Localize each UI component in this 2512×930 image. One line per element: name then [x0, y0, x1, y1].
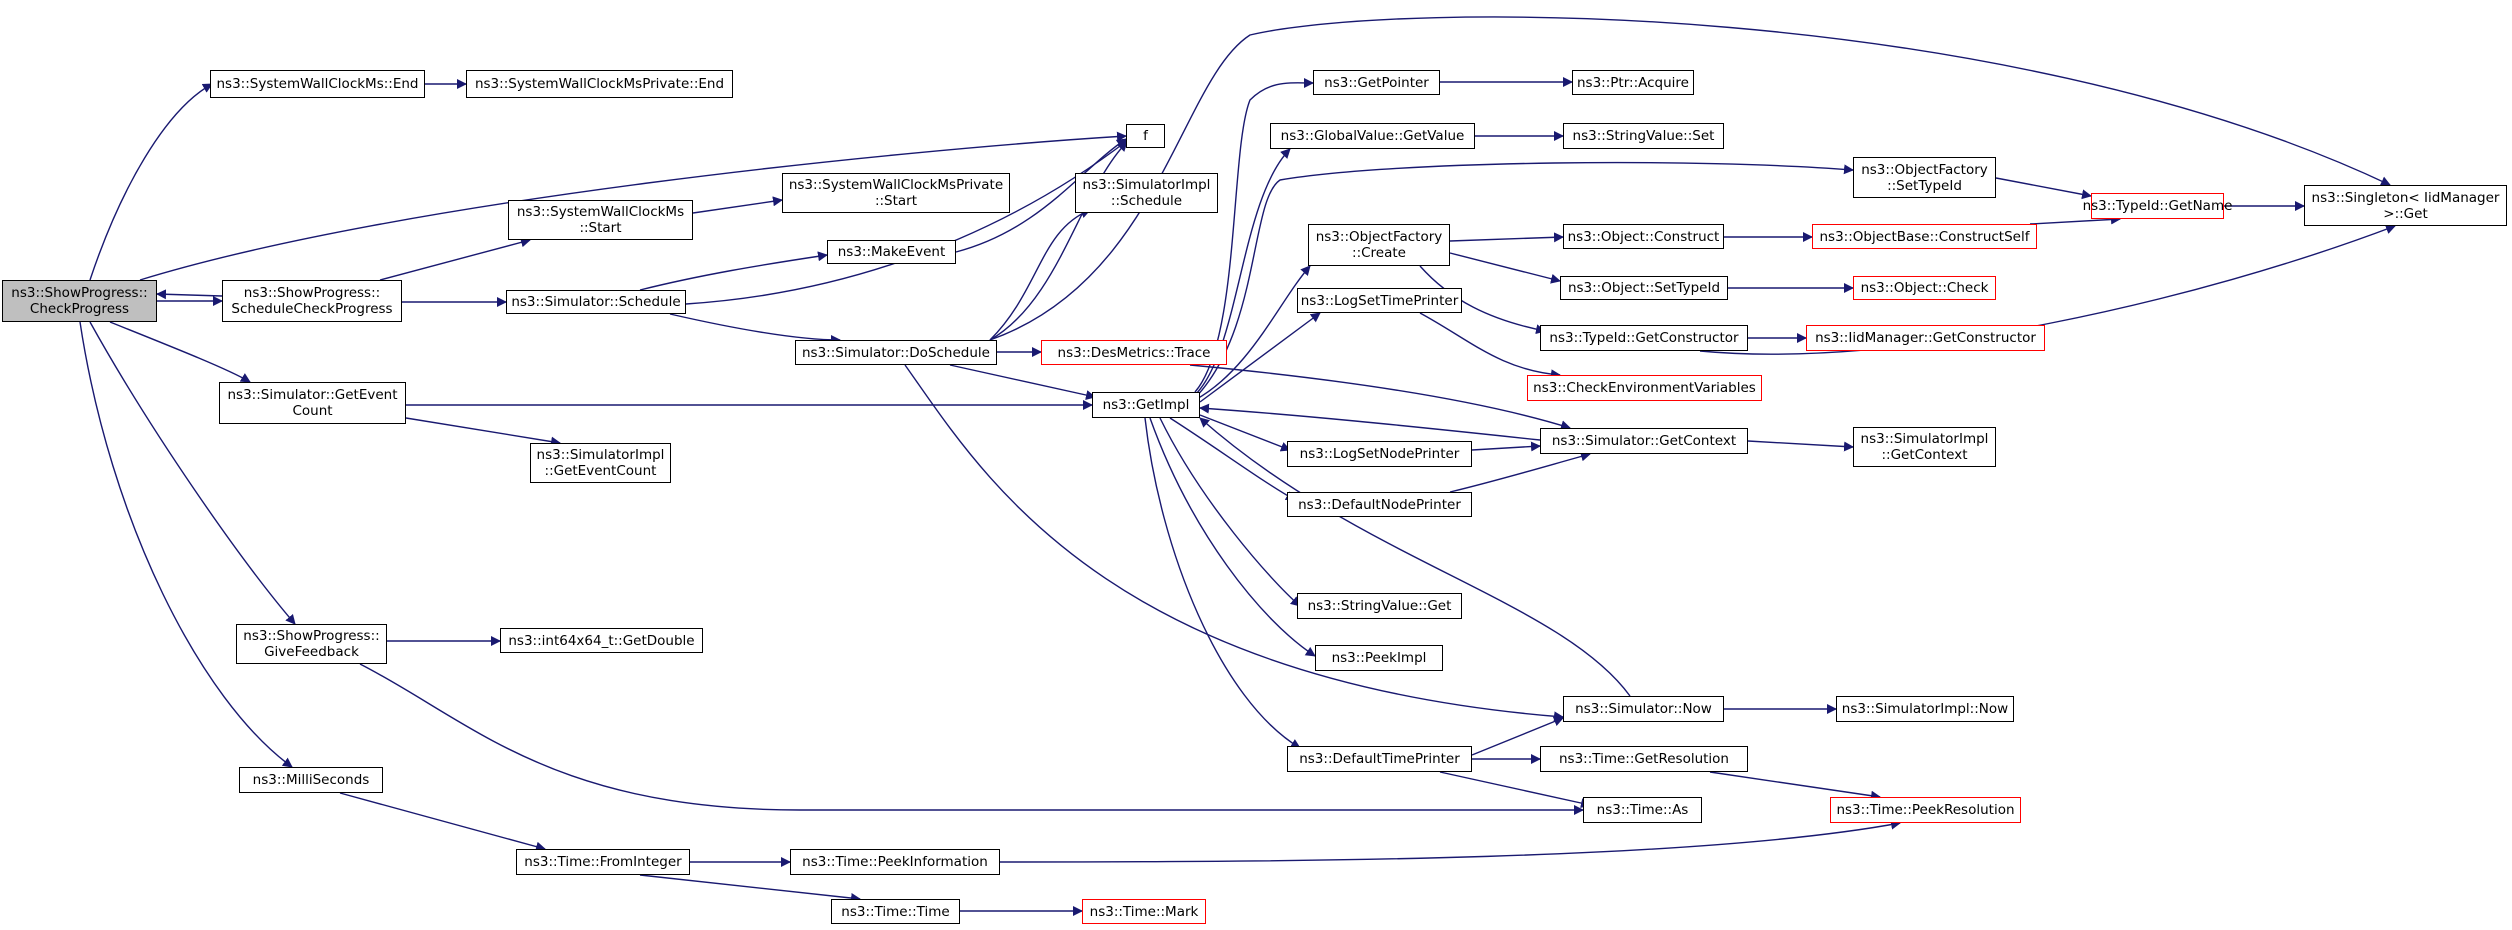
edge-sim_doschedule-sim_now	[904, 364, 1564, 722]
edge-sim_schedule-make_event	[639, 251, 828, 291]
node-typeid-getname[interactable]: ns3::TypeId::GetName	[2083, 193, 2232, 219]
edge-getimpl-of_create	[1194, 265, 1311, 401]
node-object-construct[interactable]: ns3::Object::Construct	[1563, 224, 1724, 249]
edge-root-f	[139, 131, 1127, 281]
edge-time_peekinfo-time_peekres	[999, 819, 1901, 863]
edge-of_create-obj_settypeid	[1449, 252, 1561, 284]
edge-geteventcount-simimpl_gec	[405, 417, 561, 447]
node-makeevent[interactable]: ns3::MakeEvent	[827, 240, 956, 264]
edge-getimpl-defaulttimeprinter	[1144, 417, 1301, 749]
edge-of_create-obj_construct	[1449, 232, 1564, 243]
node-time-frominteger[interactable]: ns3::Time::FromInteger	[516, 849, 690, 875]
edge-make_event-f	[955, 138, 1127, 253]
edge-sp_givefeedback-time_as	[359, 663, 1584, 815]
edge-getimpl-logsetnodeprinter	[1199, 414, 1291, 452]
edge-of_settypeid-typeid_getname	[1995, 177, 2092, 200]
edge-root-swc_end	[89, 83, 213, 281]
edge-root-geteventcount	[109, 321, 251, 383]
node-object-settypeid[interactable]: ns3::Object::SetTypeId	[1560, 276, 1728, 300]
edge-sim_schedule-sim_doschedule	[669, 313, 841, 345]
edge-getimpl-of_settypeid	[1194, 161, 1854, 399]
node-time-as[interactable]: ns3::Time::As	[1583, 797, 1702, 823]
node-logsetnodeprinter[interactable]: ns3::LogSetNodePrinter	[1287, 441, 1472, 467]
node-ptr-acquire[interactable]: ns3::Ptr::Acquire	[1572, 70, 1694, 95]
node-systemwallclockmsprivate-end[interactable]: ns3::SystemWallClockMsPrivate::End	[466, 70, 733, 98]
edge-logsetnodeprinter-sim_getcontext	[1471, 441, 1541, 452]
node-showprogress-givefeedback[interactable]: ns3::ShowProgress:: GiveFeedback	[236, 624, 387, 664]
edge-defaulttimeprinter-time_as	[1439, 771, 1591, 808]
node-peekimpl[interactable]: ns3::PeekImpl	[1315, 645, 1443, 671]
node-objectfactory-settypeid[interactable]: ns3::ObjectFactory ::SetTypeId	[1853, 157, 1996, 198]
edge-milliseconds-time_frominteger	[339, 792, 546, 852]
node-systemwallclockmsprivate-start[interactable]: ns3::SystemWallClockMsPrivate ::Start	[782, 173, 1010, 213]
node-stringvalue-set[interactable]: ns3::StringValue::Set	[1563, 123, 1724, 149]
edge-desmetrics-sim_getcontext	[1189, 364, 1571, 431]
edge-defaultnodeprinter-sim_getcontext	[1449, 451, 1591, 493]
node-simulatorimpl-schedule[interactable]: ns3::SimulatorImpl ::Schedule	[1075, 173, 1218, 213]
edge-getimpl-gv_getvalue	[1194, 148, 1291, 396]
node-milliseconds[interactable]: ns3::MilliSeconds	[239, 767, 383, 793]
edge-logsettimeprinter-checkenv	[1419, 312, 1561, 380]
node-singleton-iidmanager-get[interactable]: ns3::Singleton< IidManager >::Get	[2304, 185, 2507, 226]
edge-sim_now-getimpl	[1199, 417, 1631, 697]
edge-time_getres-time_peekres	[1709, 771, 1881, 801]
node-iidmanager-getconstructor[interactable]: ns3::IidManager::GetConstructor	[1806, 325, 2045, 351]
node-simulator-getcontext[interactable]: ns3::Simulator::GetContext	[1540, 428, 1748, 454]
node-simulator-geteventcount[interactable]: ns3::Simulator::GetEvent Count	[219, 382, 406, 424]
node-showprogress-schedulecheckprogress[interactable]: ns3::ShowProgress:: ScheduleCheckProgres…	[222, 280, 402, 322]
edge-getimpl-logsettimeprinter	[1199, 312, 1321, 403]
node-object-check[interactable]: ns3::Object::Check	[1853, 276, 1996, 300]
node-f[interactable]: f	[1126, 124, 1165, 148]
node-getimpl[interactable]: ns3::GetImpl	[1092, 392, 1200, 418]
edge-sp_schedule-swc_start	[379, 237, 531, 281]
node-time-mark[interactable]: ns3::Time::Mark	[1082, 899, 1206, 924]
node-simulatorimpl-now[interactable]: ns3::SimulatorImpl::Now	[1836, 696, 2014, 722]
node-defaultnodeprinter[interactable]: ns3::DefaultNodePrinter	[1287, 492, 1472, 517]
node-showprogress-checkprogress[interactable]: ns3::ShowProgress:: CheckProgress	[2, 280, 157, 322]
edge-sim_getcontext-getimpl	[1199, 403, 1541, 441]
node-simulator-doschedule[interactable]: ns3::Simulator::DoSchedule	[795, 340, 997, 365]
edge-root-milliseconds	[79, 321, 293, 768]
node-simulatorimpl-geteventcount[interactable]: ns3::SimulatorImpl ::GetEventCount	[530, 443, 671, 483]
edge-sp_schedule-root	[156, 289, 223, 300]
edge-getimpl-sv_get	[1159, 417, 1301, 607]
node-time-time[interactable]: ns3::Time::Time	[831, 899, 960, 924]
node-systemwallclockms-start[interactable]: ns3::SystemWallClockMs ::Start	[508, 200, 693, 240]
node-int64x64-getdouble[interactable]: ns3::int64x64_t::GetDouble	[500, 628, 703, 653]
edge-getimpl-getpointer	[1194, 77, 1314, 393]
edge-sim_doschedule-singleton	[989, 16, 2391, 341]
edge-time_frominteger-time_time	[639, 874, 861, 903]
edge-getimpl-defaultnodeprinter	[1169, 417, 1296, 501]
node-simulator-schedule[interactable]: ns3::Simulator::Schedule	[506, 290, 686, 314]
edge-defaulttimeprinter-sim_now	[1471, 716, 1564, 756]
node-systemwallclockms-end[interactable]: ns3::SystemWallClockMs::End	[210, 70, 425, 98]
edge-typeid_getcons-singleton	[1699, 224, 2396, 355]
node-time-peekresolution[interactable]: ns3::Time::PeekResolution	[1830, 797, 2021, 823]
node-defaulttimeprinter[interactable]: ns3::DefaultTimePrinter	[1287, 746, 1472, 772]
node-simulatorimpl-getcontext[interactable]: ns3::SimulatorImpl ::GetContext	[1853, 427, 1996, 467]
node-stringvalue-get[interactable]: ns3::StringValue::Get	[1297, 593, 1462, 619]
edge-sim_doschedule-getimpl	[949, 364, 1096, 400]
node-objectbase-constructself[interactable]: ns3::ObjectBase::ConstructSelf	[1812, 224, 2037, 249]
edge-sim_doschedule-f	[989, 141, 1128, 341]
edge-swc_start-swcp_start	[692, 196, 783, 214]
node-logsettimeprinter[interactable]: ns3::LogSetTimePrinter	[1297, 288, 1462, 313]
node-globalvalue-getvalue[interactable]: ns3::GlobalValue::GetValue	[1270, 123, 1475, 149]
node-getpointer[interactable]: ns3::GetPointer	[1313, 70, 1440, 95]
node-time-getresolution[interactable]: ns3::Time::GetResolution	[1540, 746, 1748, 772]
node-typeid-getconstructor[interactable]: ns3::TypeId::GetConstructor	[1540, 325, 1748, 351]
edge-sim_getcontext-simimpl_getcontext	[1747, 440, 1854, 452]
edge-of_create-typeid_getcons	[1419, 265, 1546, 335]
node-simulator-now[interactable]: ns3::Simulator::Now	[1563, 696, 1724, 722]
node-time-peekinformation[interactable]: ns3::Time::PeekInformation	[790, 849, 1000, 875]
node-desmetrics-trace[interactable]: ns3::DesMetrics::Trace	[1041, 340, 1227, 365]
edge-getimpl-peekimpl	[1149, 417, 1316, 657]
node-checkenvironmentvariables[interactable]: ns3::CheckEnvironmentVariables	[1527, 375, 1762, 401]
edge-root-sp_givefeedback	[89, 321, 296, 625]
edge-sim_doschedule-simimpl_schedule	[989, 208, 1091, 341]
node-objectfactory-create[interactable]: ns3::ObjectFactory ::Create	[1308, 224, 1450, 266]
edge-objbase_cs-typeid_getname	[2029, 214, 2121, 225]
